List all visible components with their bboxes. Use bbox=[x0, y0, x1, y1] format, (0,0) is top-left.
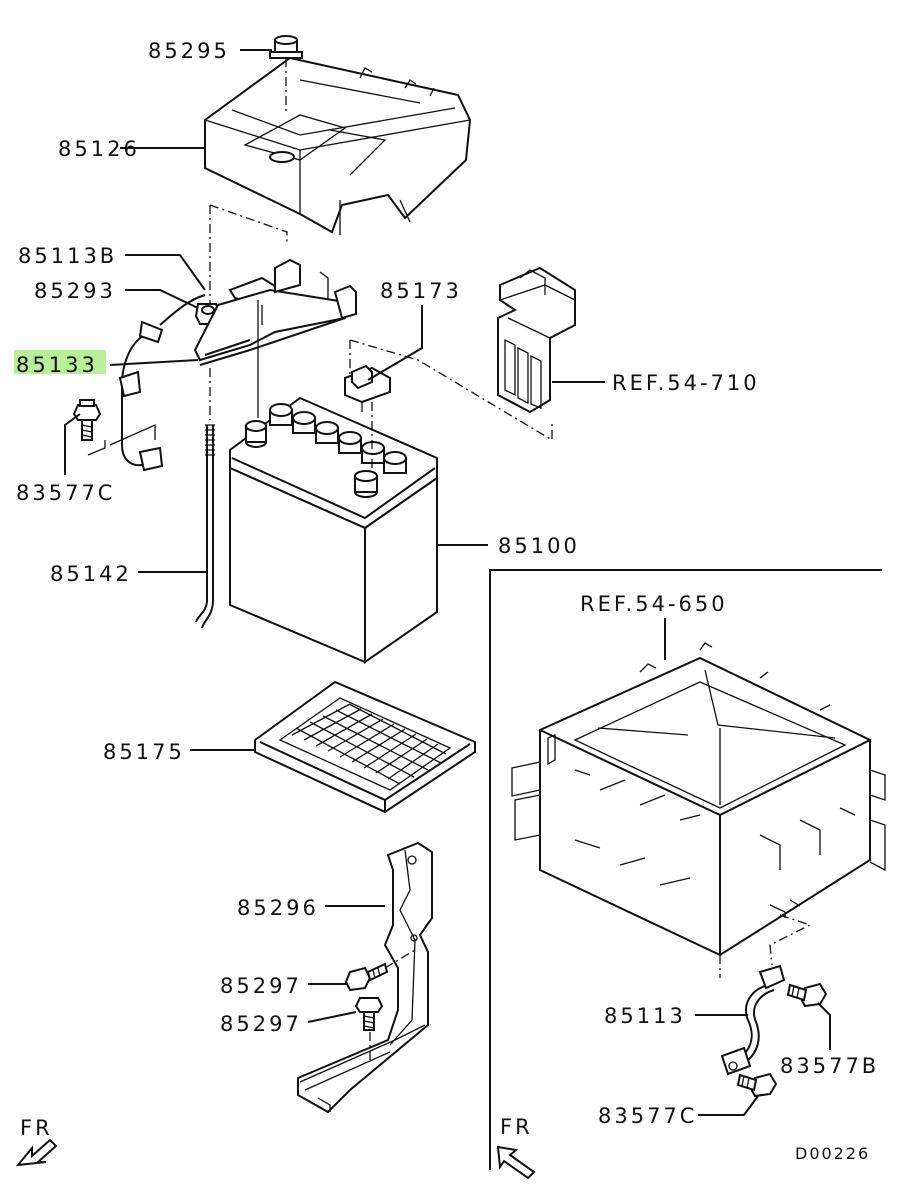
axis-line-bolt-a bbox=[384, 949, 416, 969]
battery-cell-caps bbox=[269, 403, 407, 474]
bolt-83577C-left[interactable] bbox=[72, 399, 102, 441]
bolt-85297-b[interactable] bbox=[354, 997, 384, 1031]
front-arrow-right-icon bbox=[496, 1145, 536, 1180]
label-85297-b: 85297 bbox=[220, 1012, 302, 1036]
label-85133: 85133 bbox=[16, 353, 98, 377]
label-85100: 85100 bbox=[498, 534, 580, 558]
front-arrow-left-icon bbox=[15, 1138, 58, 1167]
axis-line-cover bbox=[209, 204, 288, 245]
label-85297-a: 85297 bbox=[220, 974, 302, 998]
label-85175: 85175 bbox=[103, 740, 185, 764]
leader-lines bbox=[64, 49, 831, 1116]
axis-line-unit bbox=[719, 914, 812, 978]
fuse-box-ref-54-710[interactable] bbox=[497, 266, 576, 414]
bolt-83577C-right[interactable] bbox=[736, 1072, 778, 1098]
battery-85100[interactable] bbox=[229, 396, 438, 664]
label-85293: 85293 bbox=[34, 279, 116, 303]
label-83577C-left: 83577C bbox=[16, 481, 115, 505]
nut-85295[interactable] bbox=[269, 35, 303, 59]
battery-cover-85126[interactable] bbox=[204, 56, 472, 235]
holder-bracket-85133[interactable] bbox=[193, 258, 357, 418]
bolt-83577B[interactable] bbox=[786, 982, 828, 1008]
label-83577B: 83577B bbox=[780, 1054, 879, 1078]
battery-terminal-neg bbox=[245, 420, 267, 448]
rod-85142[interactable] bbox=[195, 424, 215, 629]
unit-ref-54-650[interactable] bbox=[511, 642, 886, 957]
highlight-85133 bbox=[14, 350, 106, 374]
label-83577C-right: 83577C bbox=[598, 1104, 697, 1128]
battery-terminal-pos bbox=[354, 470, 378, 498]
ground-cable-85113[interactable] bbox=[720, 964, 786, 1076]
label-85142: 85142 bbox=[50, 562, 132, 586]
label-fr-right: FR bbox=[500, 1115, 533, 1139]
label-85295: 85295 bbox=[148, 39, 230, 63]
label-fr-left: FR bbox=[20, 1116, 53, 1140]
label-85173: 85173 bbox=[380, 279, 462, 303]
drawing-code: D00226 bbox=[795, 1144, 870, 1163]
inset-frame bbox=[489, 569, 882, 1170]
label-85113: 85113 bbox=[604, 1004, 686, 1028]
battery-tray-85175[interactable] bbox=[254, 680, 476, 814]
bolt-85297-a[interactable] bbox=[344, 962, 389, 992]
terminal-85173[interactable] bbox=[344, 364, 391, 412]
label-85126: 85126 bbox=[58, 137, 140, 161]
label-85113B: 85113B bbox=[18, 244, 117, 268]
battery-cable-85113B[interactable] bbox=[87, 294, 206, 472]
axis-line-terminal-b bbox=[349, 339, 553, 442]
label-ref-54-650: REF.54-650 bbox=[580, 592, 728, 616]
tray-grid bbox=[291, 703, 447, 785]
label-85296: 85296 bbox=[237, 896, 319, 920]
bracket-85296[interactable] bbox=[297, 841, 433, 1114]
label-ref-54-710: REF.54-710 bbox=[612, 371, 760, 395]
